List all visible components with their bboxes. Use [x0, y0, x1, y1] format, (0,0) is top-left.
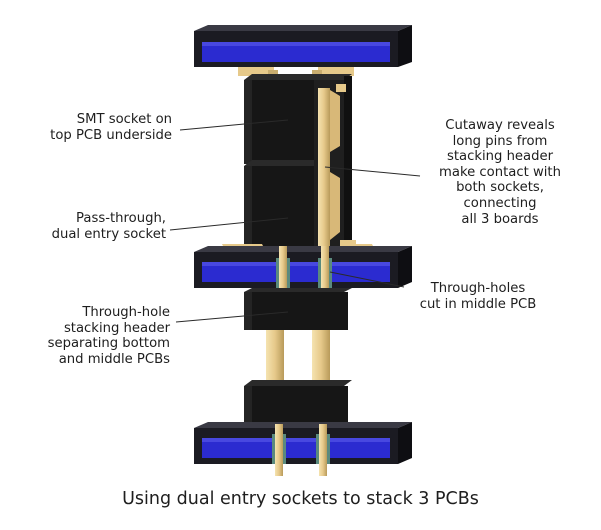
- stacking-header-upper-block: [244, 288, 352, 330]
- smt-pad-left: [238, 67, 274, 76]
- header-lower-top: [244, 380, 352, 386]
- leader-smt-socket: [179, 119, 289, 131]
- long-pin-shaft: [318, 88, 330, 288]
- top-pcb-side: [398, 25, 412, 67]
- label-pass-through: Pass-through, dual entry socket: [51, 211, 166, 242]
- header-upper-front: [244, 292, 348, 330]
- stacking-header-pins: [266, 330, 330, 382]
- bottom-pcb: [194, 422, 412, 476]
- pin-in-hole-left: [279, 246, 287, 290]
- top-pcb-face-shade: [202, 42, 390, 46]
- cutaway-section: [314, 76, 356, 288]
- leader-through-holes: [329, 271, 405, 288]
- label-through-hole-header: Through-hole stacking header separating …: [47, 305, 170, 367]
- contact-tab-upper: [336, 84, 346, 92]
- leader-th-header: [175, 311, 289, 323]
- header-lower-front: [244, 386, 348, 424]
- bottom-pin-right: [319, 424, 327, 476]
- leader-pass-through: [169, 217, 289, 231]
- header-pin-left: [266, 330, 284, 382]
- smt-socket-top: [244, 74, 352, 80]
- smt-socket-front: [244, 80, 314, 164]
- leader-cutaway: [324, 166, 421, 177]
- upper-contact-spring: [330, 90, 340, 152]
- smt-socket-body: [244, 74, 352, 164]
- middle-pcb-top-face: [194, 246, 412, 252]
- middle-pcb-face: [202, 262, 390, 282]
- middle-pcb: [194, 246, 412, 290]
- smt-socket-shade: [244, 80, 252, 164]
- label-smt-socket: SMT socket on top PCB underside: [50, 112, 172, 143]
- cutaway-wall-right: [344, 76, 352, 252]
- bottom-pcb-top-face: [194, 422, 412, 428]
- header-lower-shade: [244, 386, 252, 424]
- pin-in-hole-right: [321, 246, 329, 290]
- top-pcb-face: [202, 42, 390, 62]
- middle-pcb-side: [398, 246, 412, 288]
- pass-through-front: [244, 166, 314, 252]
- bottom-pcb-face-shade: [202, 438, 390, 442]
- bottom-pcb-side: [398, 422, 412, 464]
- leader-lines: [169, 119, 421, 323]
- top-pcb-top-face: [194, 25, 412, 31]
- lower-contact-spring: [330, 172, 340, 240]
- figure-caption: Using dual entry sockets to stack 3 PCBs: [122, 489, 479, 509]
- label-through-holes: Through-holes cut in middle PCB: [419, 281, 537, 312]
- middle-pcb-face-shade: [202, 262, 390, 266]
- bottom-pin-left: [275, 424, 283, 476]
- header-upper-shade: [244, 292, 252, 330]
- label-cutaway: Cutaway reveals long pins from stacking …: [439, 118, 561, 227]
- bottom-pcb-face: [202, 438, 390, 458]
- smt-pad-right: [318, 67, 354, 76]
- stacking-header-lower-block: [244, 380, 352, 424]
- top-pcb: [194, 25, 412, 67]
- pass-through-shade: [244, 166, 252, 252]
- header-pin-right: [312, 330, 330, 382]
- header-upper-top: [244, 288, 352, 292]
